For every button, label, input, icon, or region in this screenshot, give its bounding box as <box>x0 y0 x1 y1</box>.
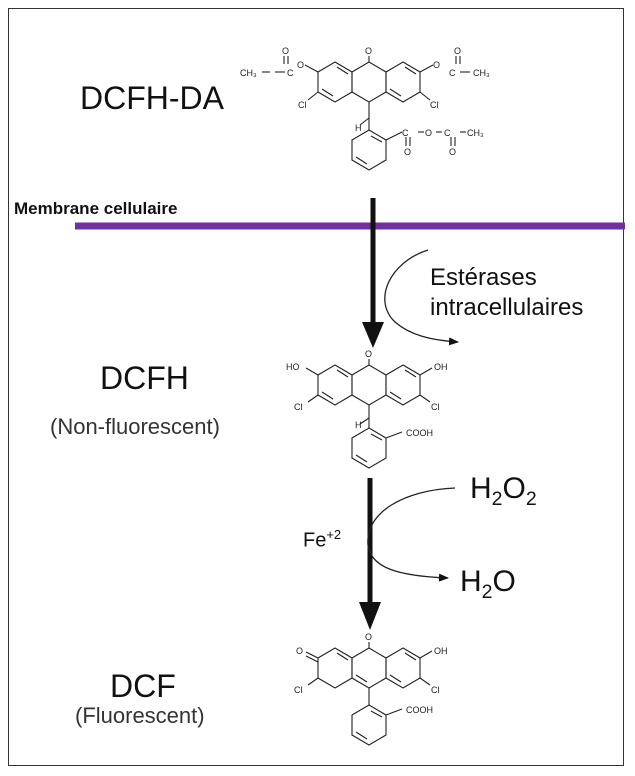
h2o-sub: 2 <box>481 581 493 603</box>
atom-ch3: CH₃ <box>240 68 257 78</box>
catalyst-charge: +2 <box>326 527 342 542</box>
h2o2-sub-1: 2 <box>491 488 503 510</box>
label-dcf-note: (Fluorescent) <box>75 703 205 728</box>
atom-oh: OH <box>434 646 448 656</box>
h2o2-sub-2: 2 <box>525 488 537 510</box>
arrow-hydrolysis <box>362 198 384 348</box>
arrow-h2o2-curve <box>367 487 456 582</box>
diagram-frame <box>8 8 624 766</box>
h2o-h: H <box>460 565 482 598</box>
atom-o: O <box>296 646 303 656</box>
atom-o: O <box>425 128 432 138</box>
atom-o: O <box>365 632 372 642</box>
membrane-label: Membrane cellulaire <box>14 199 178 218</box>
atom-ho: HO <box>286 362 300 372</box>
atom-o: O <box>365 46 372 56</box>
atom-o: O <box>449 147 456 157</box>
atom-c: C <box>444 128 451 138</box>
atom-cooh: COOH <box>406 428 433 438</box>
atom-cooh: COOH <box>406 705 433 715</box>
atom-h: H <box>355 123 362 133</box>
atom-cl: Cl <box>294 402 303 412</box>
structure-dcfh-da <box>262 56 470 171</box>
atom-c: C <box>287 68 294 78</box>
atom-cl: Cl <box>298 100 307 110</box>
h2o2-label: H2O2 <box>470 472 537 511</box>
structure-dcfh <box>305 359 433 469</box>
atom-c: C <box>449 68 456 78</box>
catalyst-label: Fe+2 <box>303 527 341 553</box>
atom-oh: OH <box>434 362 448 372</box>
h2o2-h: H <box>470 472 492 505</box>
structure-dcf <box>305 642 433 746</box>
atom-o: O <box>297 60 304 70</box>
enzyme-line-1: Estérases <box>430 264 537 291</box>
atom-o: O <box>365 349 372 359</box>
h2o2-o: O <box>502 472 526 505</box>
arrow-esterase-curve <box>384 249 459 346</box>
atom-ch3: CH₃ <box>473 68 490 78</box>
atom-o: O <box>454 46 461 56</box>
label-dcfh-da: DCFH-DA <box>80 80 224 116</box>
h2o-o: O <box>492 565 516 598</box>
structure-dcfh-da-atoms: O O O O O C C CH₃ CH₃ Cl Cl H C O C O O … <box>240 46 490 157</box>
atom-o: O <box>433 60 440 70</box>
structure-dcf-atoms: O O OH Cl Cl COOH <box>294 632 448 715</box>
atom-cl: Cl <box>430 100 439 110</box>
catalyst-fe: Fe <box>303 529 327 552</box>
atom-cl: Cl <box>294 685 303 695</box>
atom-o: O <box>282 46 289 56</box>
structure-dcfh-atoms: O HO OH Cl Cl H COOH <box>286 349 448 438</box>
arrow-oxidation <box>359 478 381 630</box>
atom-o: O <box>404 147 411 157</box>
atom-c: C <box>402 128 409 138</box>
atom-ch3: CH₃ <box>467 128 484 138</box>
enzyme-line-2: intracellulaires <box>430 294 584 321</box>
atom-cl: Cl <box>431 685 440 695</box>
atom-h: H <box>355 420 362 430</box>
label-dcfh: DCFH <box>100 360 189 396</box>
h2o-label: H2O <box>460 565 516 604</box>
label-dcf: DCF <box>110 668 176 704</box>
enzyme-label: Estérases intracellulaires <box>430 263 583 323</box>
atom-cl: Cl <box>431 402 440 412</box>
label-dcfh-note: (Non-fluorescent) <box>50 414 220 439</box>
